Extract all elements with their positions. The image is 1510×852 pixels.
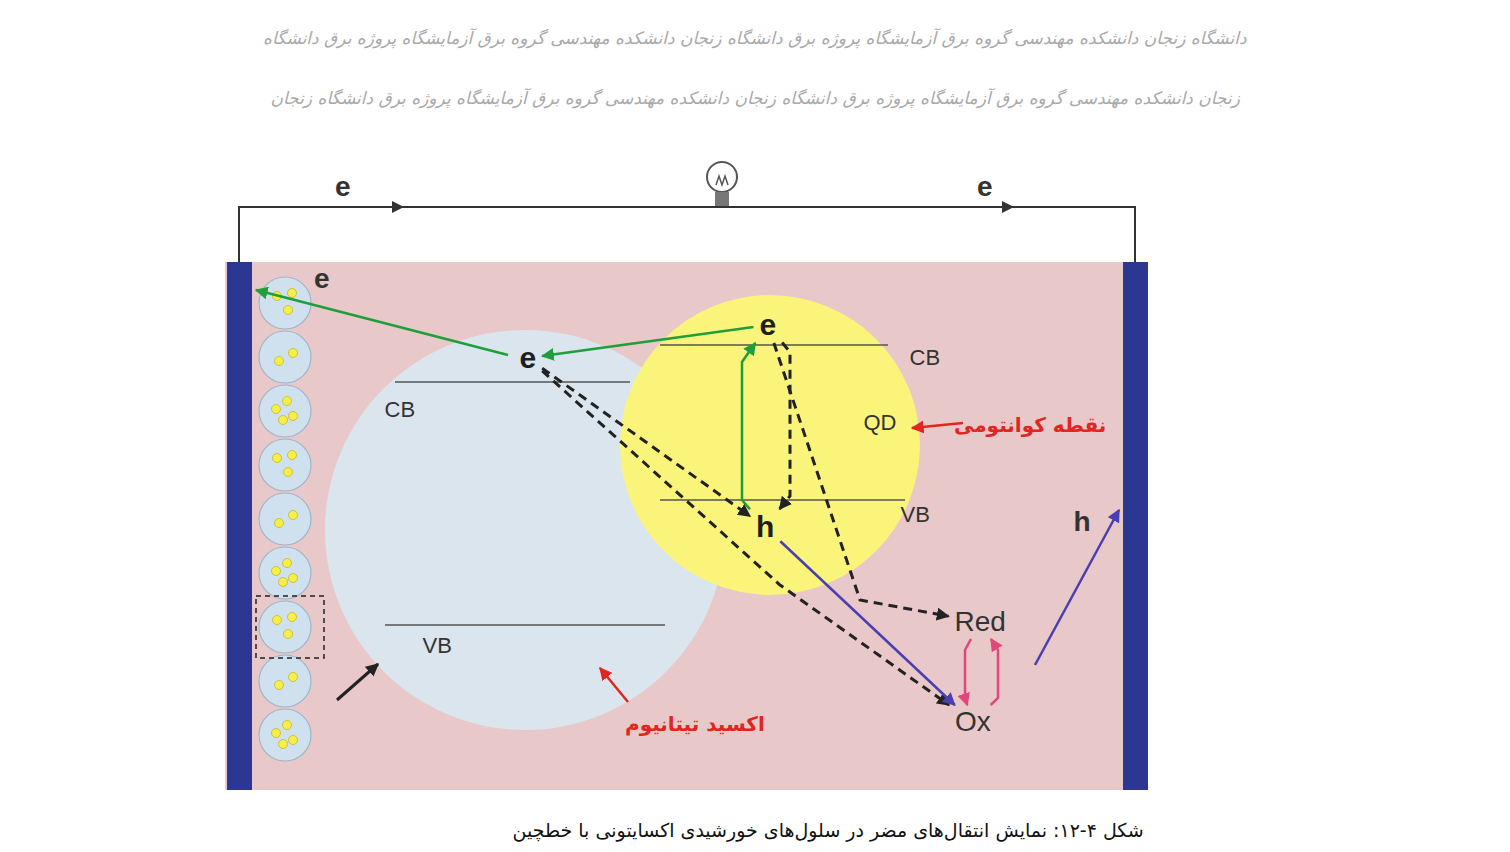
- electron: e: [514, 340, 543, 376]
- electrode: [227, 262, 252, 790]
- wire-arrow: [392, 201, 404, 213]
- quantum-dot: ehCBVBQDنقطه کوانتومی: [620, 295, 920, 595]
- text-holder: CB: [385, 397, 416, 423]
- sensitized-particle: [259, 655, 311, 707]
- material-label: نقطه کوانتومی: [954, 413, 1106, 437]
- text-holder: نقطه کوانتومی: [954, 413, 1106, 437]
- band-edge: [660, 499, 905, 501]
- light-bulb: [707, 162, 737, 206]
- electron-flow-label: e: [335, 171, 351, 202]
- external-wire: [239, 207, 1135, 262]
- redox-species-label: Red: [955, 606, 1006, 637]
- zoom-box: [256, 596, 324, 658]
- electron-flow-label: e: [977, 171, 993, 202]
- redox-species: Ox: [949, 705, 997, 739]
- text-holder: e: [977, 171, 993, 203]
- text-holder: VB: [901, 502, 930, 528]
- titanium-oxide-particle: eCBVBاکسید تیتانیوم: [325, 330, 725, 730]
- sensitized-particle: [259, 331, 311, 383]
- text-holder: اکسید تیتانیوم: [625, 712, 765, 736]
- particle-outline: [325, 330, 725, 730]
- hole-label: h: [1074, 506, 1091, 537]
- band-label: CB: [910, 345, 941, 370]
- text-holder: CB: [910, 345, 941, 371]
- text-holder: h: [1074, 506, 1091, 538]
- sensitized-particle: [259, 709, 311, 761]
- band-edge: [385, 624, 665, 626]
- zoom-arrow: [337, 664, 378, 700]
- wire-arrow: [1002, 201, 1014, 213]
- watermark: زنجان دانشکده مهندسی گروه برق آزمایشگاه …: [271, 88, 1240, 108]
- figure-caption: شکل ۴-۱۲: نمایش انتقال‌های مضر در سلول‌ه…: [513, 819, 1144, 841]
- electrolyte: [225, 262, 1147, 790]
- electrode: [1123, 262, 1148, 790]
- electron: e: [754, 307, 783, 343]
- text-holder: e: [335, 171, 351, 203]
- electron-label: e: [314, 263, 330, 294]
- qd-label: QD: [864, 410, 897, 435]
- injection-arrow: [256, 290, 508, 355]
- electron-label: e: [760, 308, 777, 341]
- text-holder: e: [314, 263, 330, 295]
- material-label: اکسید تیتانیوم: [625, 712, 765, 736]
- text-holder: زنجان دانشکده مهندسی گروه برق آزمایشگاه …: [271, 88, 1240, 108]
- text-holder: شکل ۴-۱۲: نمایش انتقال‌های مضر در سلول‌ه…: [513, 819, 1144, 841]
- redox-species: Red: [949, 605, 1012, 639]
- sensitized-particle: [259, 547, 311, 599]
- transfer-arrow: [780, 541, 954, 705]
- band-edge: [395, 381, 630, 383]
- transfer-arrow: [991, 639, 998, 705]
- sensitized-particle: [259, 439, 311, 491]
- band-label: VB: [901, 502, 930, 527]
- sensitized-particle: [259, 493, 311, 545]
- transfer-arrow: [965, 639, 971, 705]
- hole-label: h: [756, 510, 774, 543]
- hole: h: [750, 509, 780, 545]
- text-holder: VB: [423, 633, 452, 659]
- particle-fill: [620, 295, 920, 595]
- electron-label: e: [520, 341, 537, 374]
- text-holder: دانشگاه زنجان دانشکده مهندسی گروه برق آز…: [263, 28, 1247, 48]
- watermark: دانشگاه زنجان دانشکده مهندسی گروه برق آز…: [263, 28, 1247, 48]
- text-holder: QD: [864, 410, 897, 436]
- sensitized-particle: [259, 385, 311, 437]
- redox-species-label: Ox: [955, 706, 991, 737]
- sensitized-particle: [259, 601, 311, 653]
- band-label: VB: [423, 633, 452, 658]
- band-label: CB: [385, 397, 416, 422]
- band-edge: [660, 344, 888, 346]
